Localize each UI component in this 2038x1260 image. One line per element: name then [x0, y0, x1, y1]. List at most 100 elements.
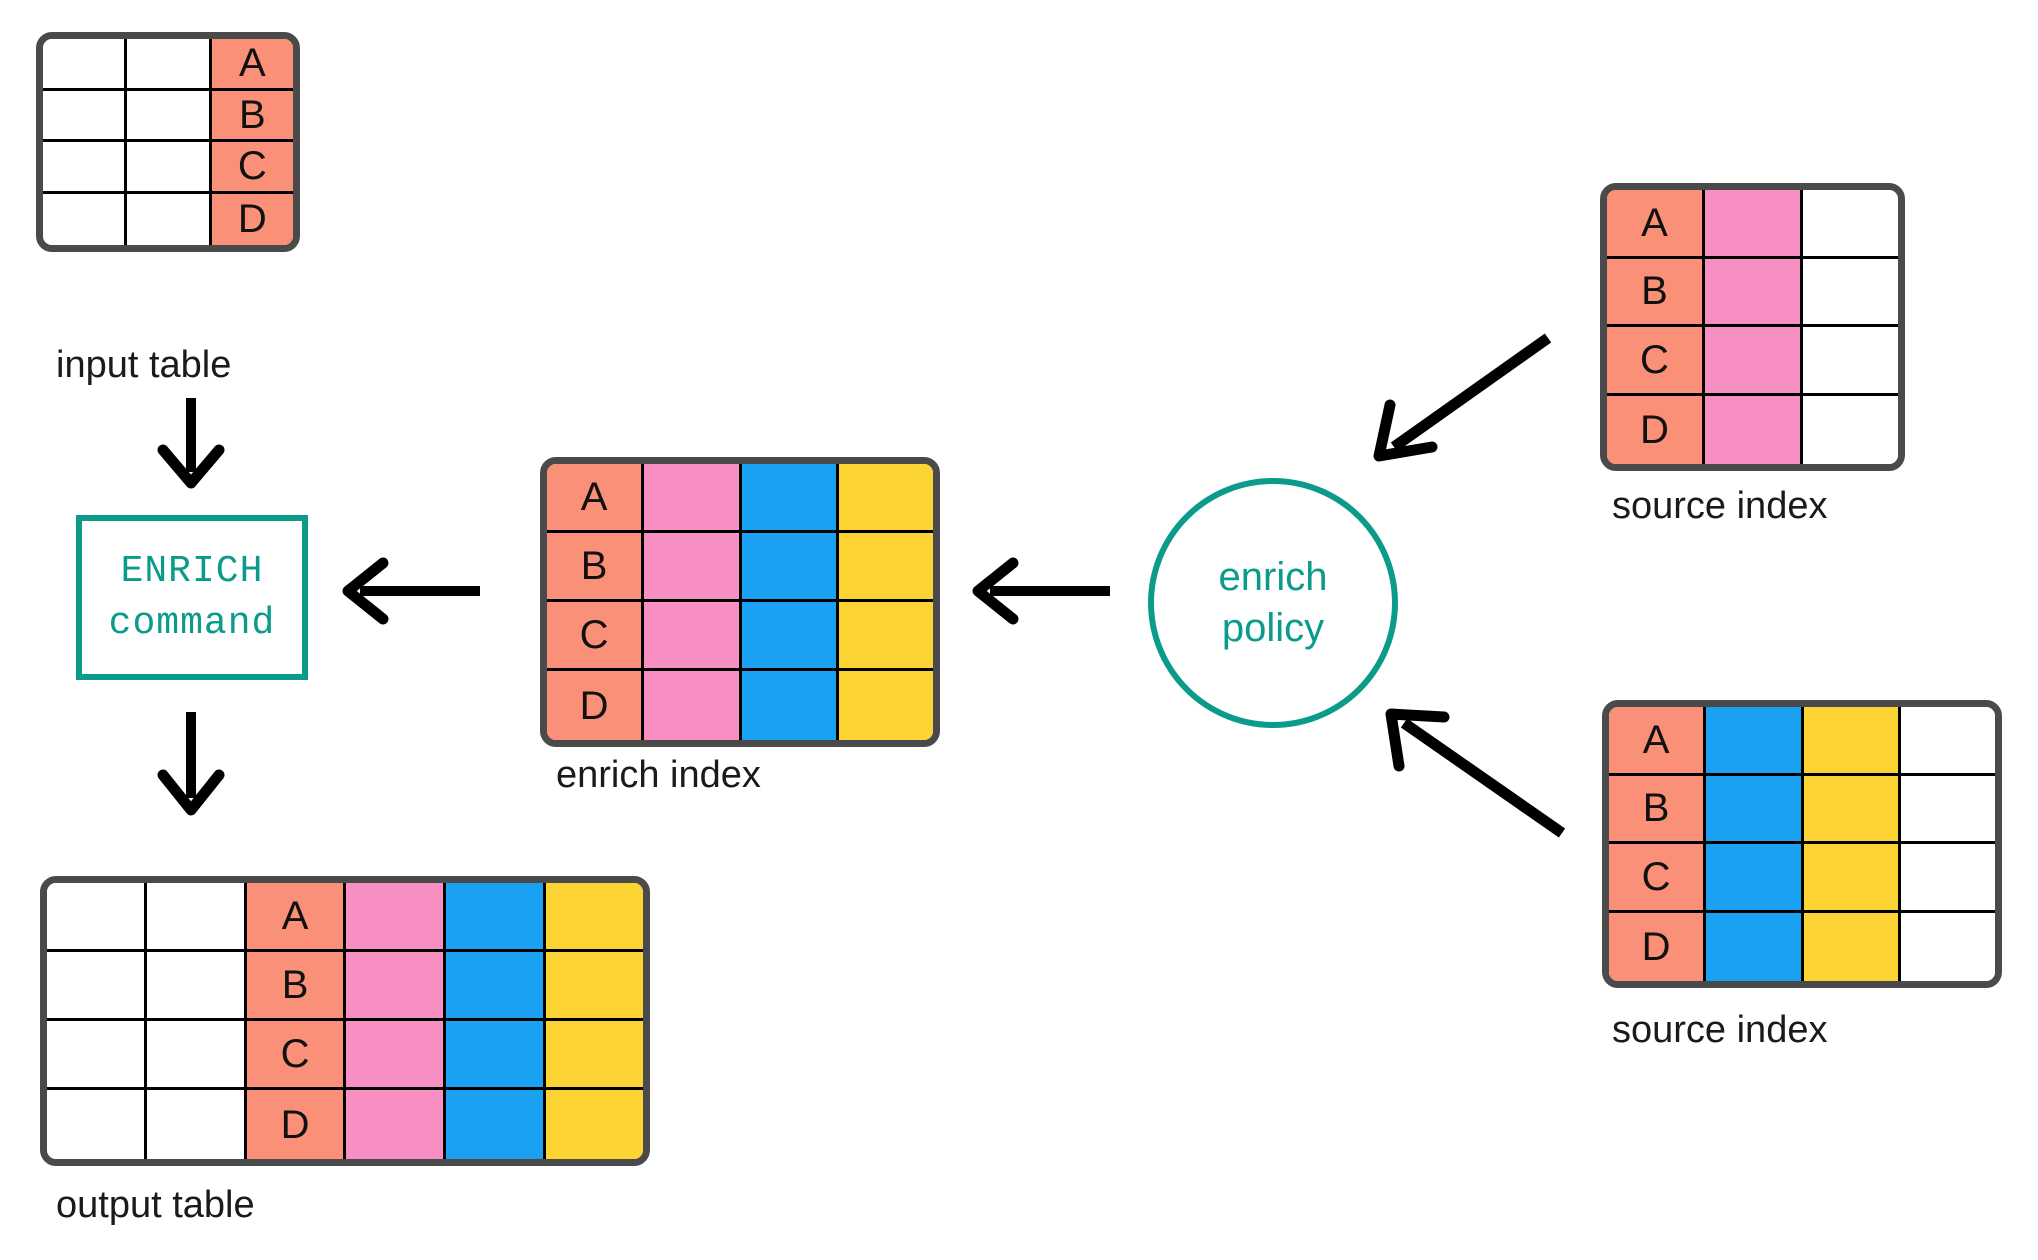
cell-pink-row2 — [346, 952, 447, 1021]
cell-blue-row4 — [1706, 912, 1804, 981]
cell-pink-row1 — [1705, 190, 1803, 259]
cell-key-row3: C — [1609, 844, 1707, 913]
cell-blue-row1 — [741, 464, 839, 533]
table-row: D — [47, 1090, 643, 1159]
cell-yellow-row2 — [838, 533, 933, 602]
enrich-command-line1: ENRICH — [120, 550, 264, 594]
cell-key-row3: C — [211, 142, 293, 194]
enrich-index-caption: enrich index — [556, 754, 761, 796]
enrich-policy-line2: policy — [1221, 606, 1325, 650]
table-row: A — [547, 464, 933, 533]
arrow-command-to-output-icon — [157, 712, 225, 816]
cell-pink-row4 — [346, 1090, 447, 1159]
cell-col1-row4 — [43, 193, 128, 245]
cell-blue-row2 — [1706, 775, 1804, 844]
cell-col2-row1 — [127, 39, 212, 91]
table-row: A — [43, 39, 293, 91]
cell-key-row1: A — [1609, 707, 1707, 776]
cell-blue-row3 — [1706, 844, 1804, 913]
arrow-input-to-command-icon — [157, 398, 225, 489]
cell-col1-row3 — [43, 142, 128, 194]
cell-yellow-row1 — [546, 883, 643, 952]
table-row: A — [1607, 190, 1898, 259]
cell-key-row4: D — [547, 671, 645, 740]
source-index-top-caption: source index — [1612, 485, 1828, 527]
cell-yellow-row1 — [1803, 707, 1901, 776]
table-row: B — [547, 533, 933, 602]
table-row: C — [43, 142, 293, 194]
arrow-source-index-bottom-to-policy-icon — [1385, 708, 1566, 838]
cell-key-row3: C — [246, 1021, 347, 1090]
cell-blue-row3 — [741, 602, 839, 671]
cell-col2-row1 — [146, 883, 247, 952]
cell-key-row2: B — [547, 533, 645, 602]
cell-white-row3 — [1900, 844, 1995, 913]
cell-key-row1: A — [211, 39, 293, 91]
table-row: C — [547, 602, 933, 671]
table-row: B — [1609, 775, 1995, 844]
cell-yellow-row4 — [838, 671, 933, 740]
enrich-command-box[interactable]: ENRICH command — [76, 515, 308, 680]
cell-pink-row3 — [346, 1021, 447, 1090]
cell-yellow-row3 — [838, 602, 933, 671]
cell-blue-row3 — [446, 1021, 547, 1090]
cell-yellow-row2 — [546, 952, 643, 1021]
cell-col2-row3 — [146, 1021, 247, 1090]
enrich-policy-circle[interactable]: enrich policy — [1148, 478, 1398, 728]
table-row: D — [547, 671, 933, 740]
output-table: A B C D — [40, 876, 650, 1166]
cell-key-row4: D — [211, 193, 293, 245]
cell-blue-row4 — [446, 1090, 547, 1159]
cell-blue-row4 — [741, 671, 839, 740]
table-row: C — [47, 1021, 643, 1090]
table-row: D — [1609, 912, 1995, 981]
cell-pink-row4 — [644, 671, 742, 740]
cell-key-row2: B — [1609, 775, 1707, 844]
cell-key-row2: B — [246, 952, 347, 1021]
cell-yellow-row4 — [1803, 912, 1901, 981]
input-table-caption: input table — [56, 344, 232, 386]
table-row: B — [43, 90, 293, 142]
cell-key-row4: D — [1609, 912, 1707, 981]
cell-blue-row1 — [1706, 707, 1804, 776]
cell-col1-row3 — [47, 1021, 147, 1090]
cell-yellow-row4 — [546, 1090, 643, 1159]
arrow-policy-to-enrich-index-icon — [972, 557, 1110, 625]
output-table-caption: output table — [56, 1184, 255, 1226]
table-row: A — [1609, 707, 1995, 776]
enrich-index-table: A B C D — [540, 457, 940, 747]
cell-key-row3: C — [1607, 327, 1705, 396]
cell-white-row1 — [1803, 190, 1898, 259]
cell-blue-row1 — [446, 883, 547, 952]
cell-white-row2 — [1900, 775, 1995, 844]
cell-pink-row3 — [1705, 327, 1803, 396]
cell-yellow-row1 — [838, 464, 933, 533]
cell-yellow-row2 — [1803, 775, 1901, 844]
cell-col1-row1 — [43, 39, 128, 91]
cell-pink-row1 — [644, 464, 742, 533]
table-row: C — [1609, 844, 1995, 913]
source-index-top-table: A B C D — [1600, 183, 1905, 471]
cell-col2-row2 — [146, 952, 247, 1021]
source-index-bottom-caption: source index — [1612, 1009, 1828, 1051]
cell-blue-row2 — [741, 533, 839, 602]
cell-pink-row2 — [644, 533, 742, 602]
cell-pink-row2 — [1705, 258, 1803, 327]
cell-white-row2 — [1803, 258, 1898, 327]
source-index-bottom-table: A B C D — [1602, 700, 2002, 988]
cell-yellow-row3 — [1803, 844, 1901, 913]
cell-white-row1 — [1900, 707, 1995, 776]
cell-col2-row4 — [127, 193, 212, 245]
cell-pink-row1 — [346, 883, 447, 952]
cell-pink-row4 — [1705, 395, 1803, 464]
cell-pink-row3 — [644, 602, 742, 671]
table-row: D — [1607, 395, 1898, 464]
table-row: B — [1607, 258, 1898, 327]
cell-key-row1: A — [1607, 190, 1705, 259]
cell-white-row4 — [1900, 912, 1995, 981]
cell-key-row3: C — [547, 602, 645, 671]
table-row: C — [1607, 327, 1898, 396]
cell-key-row2: B — [1607, 258, 1705, 327]
cell-col1-row1 — [47, 883, 147, 952]
input-table: A B C D — [36, 32, 300, 252]
